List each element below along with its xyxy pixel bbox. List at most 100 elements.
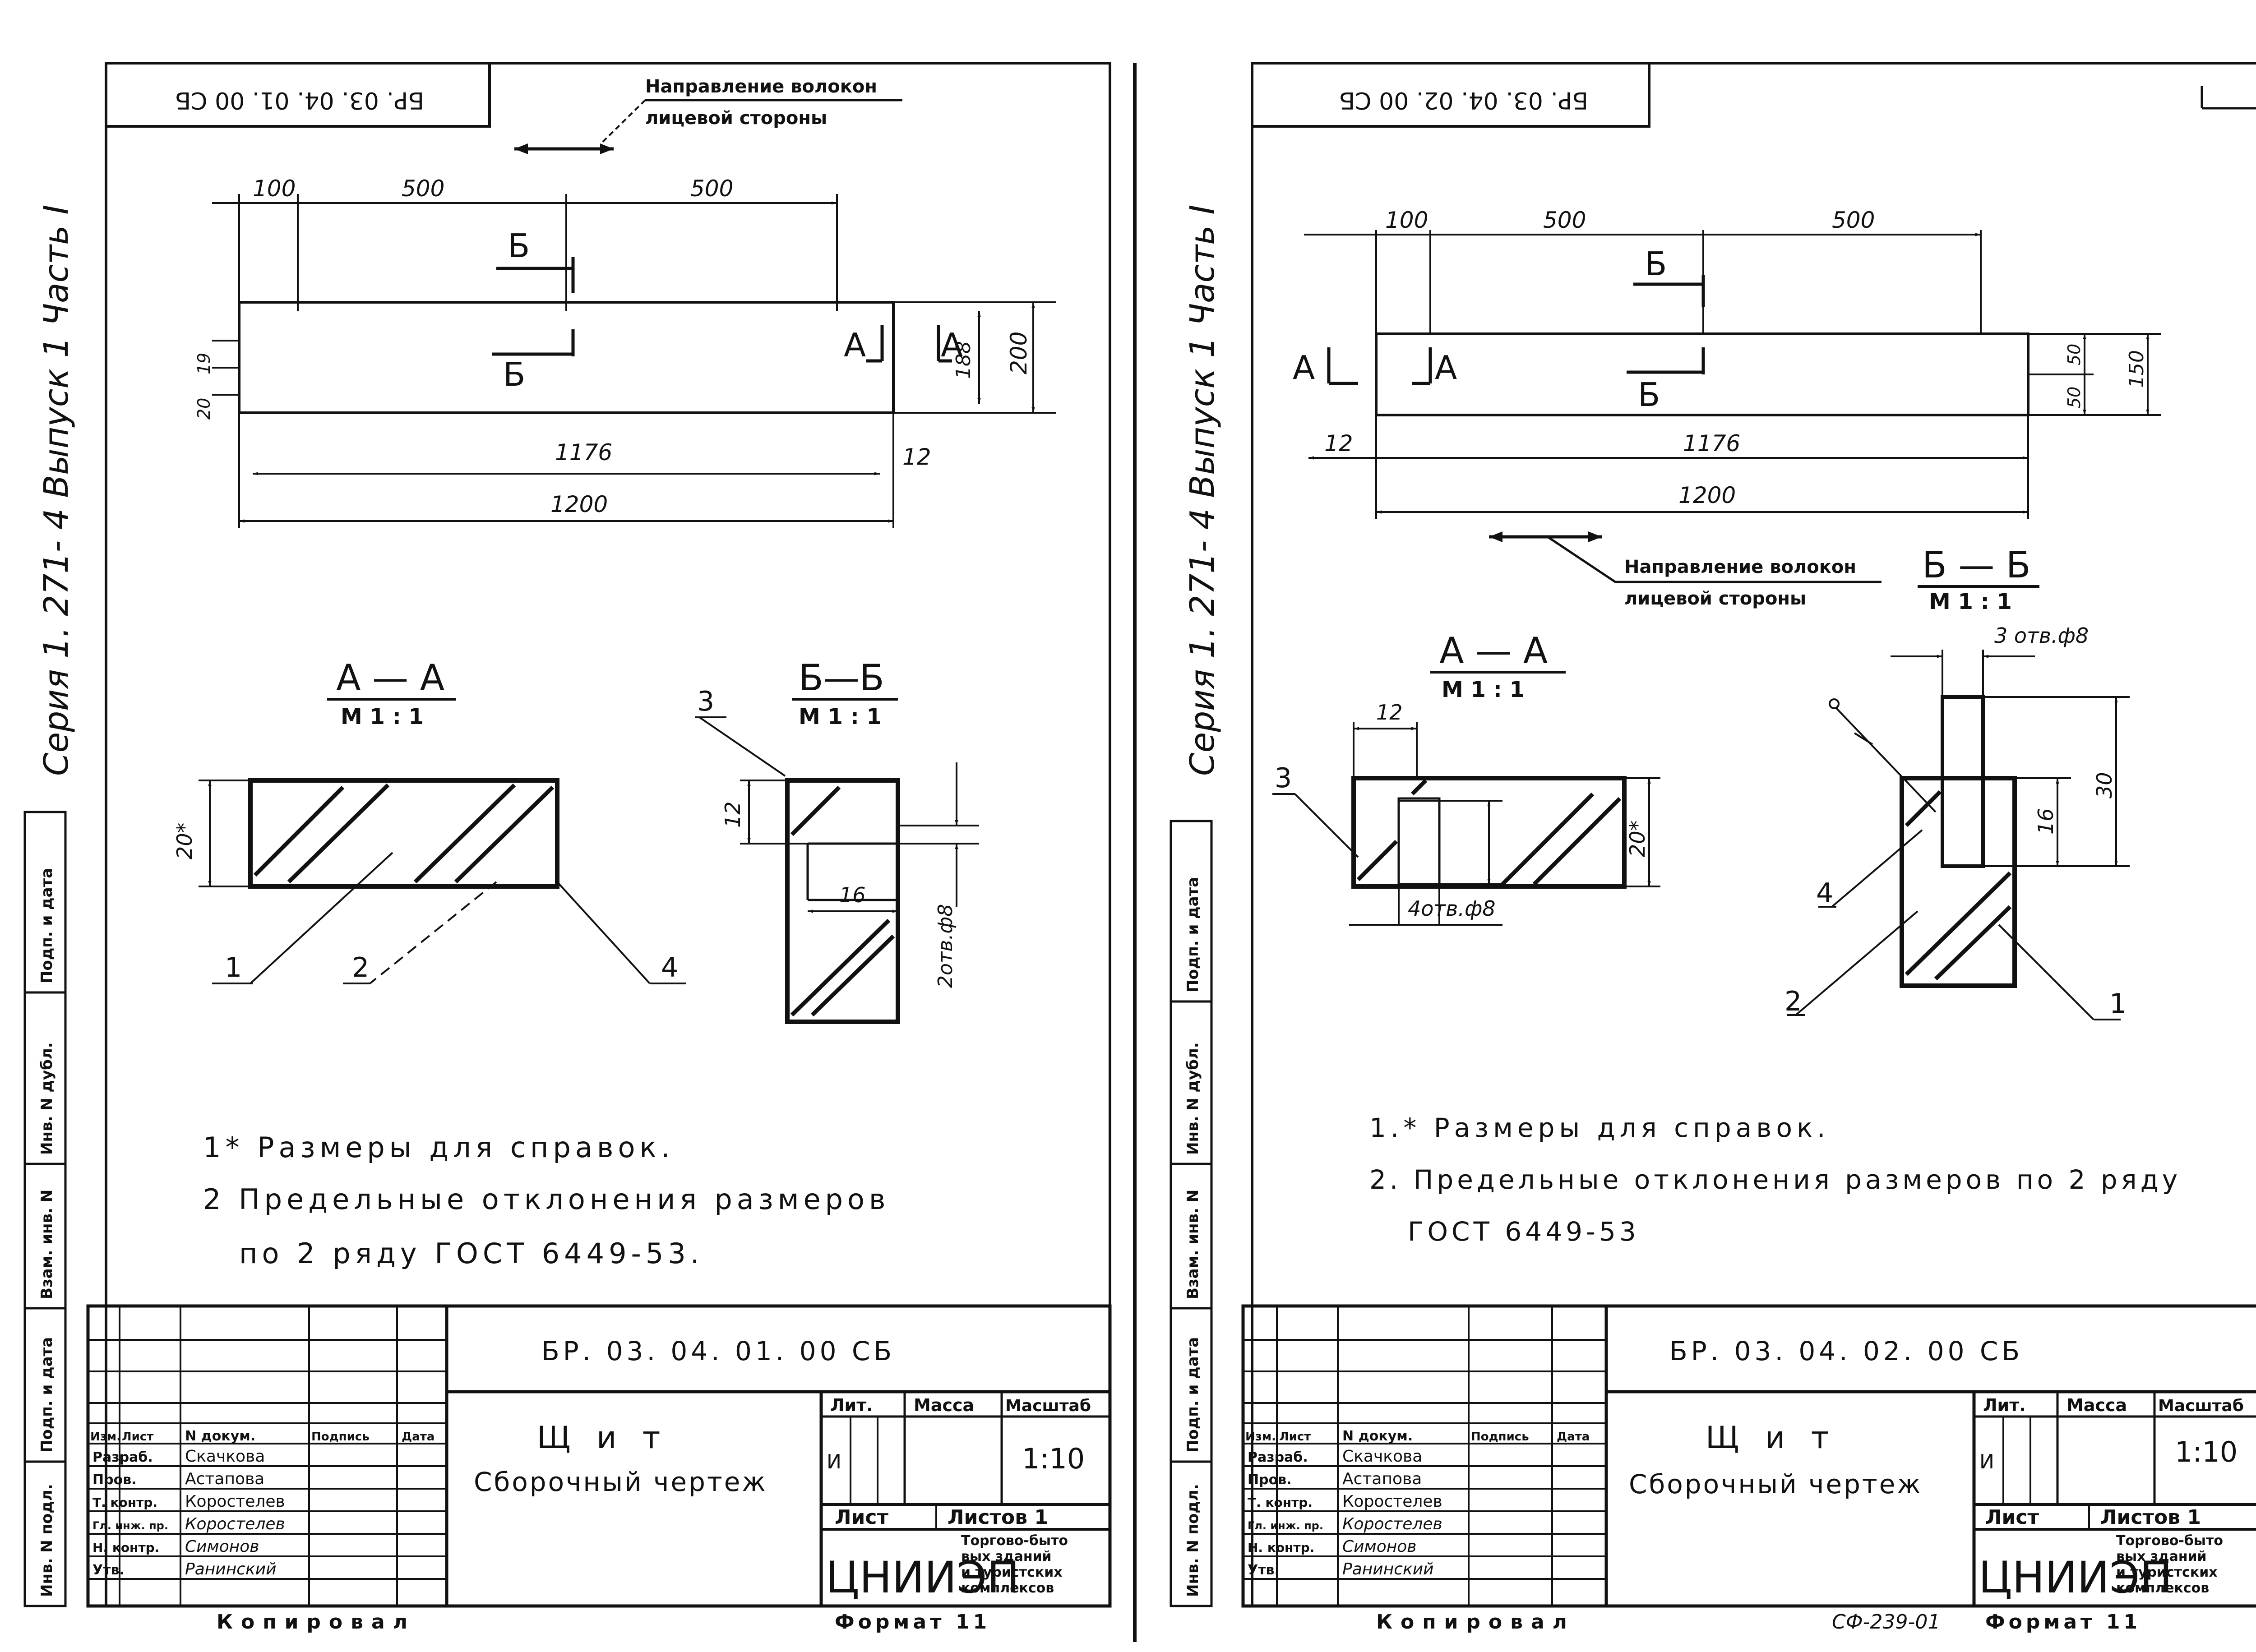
callout-4: 4 [661,952,678,983]
left-series-side: Серия 1. 271- 4 Выпуск 1 Часть I [37,205,76,776]
right-col-data: Дата [1557,1430,1590,1444]
right-scale-label: Масштаб [2158,1397,2244,1415]
left-lit-label: Лит. [830,1395,873,1415]
right-lit-value: И [1979,1450,1994,1473]
mark-a-right: А [941,326,963,364]
callout-2: 2 [352,952,369,983]
right-footer-code: СФ-239-01 [1832,1610,1940,1634]
right-row-name-2: Астапова [1342,1470,1422,1488]
right-row-role-3: Т. контр. [1248,1495,1313,1510]
r-dim-500b: 500 [1832,207,1875,233]
left-row-role-2: Пров. [92,1472,137,1488]
r-dim-1176: 1176 [1683,430,1740,457]
section-aa-scale: М 1 : 1 [341,704,424,729]
right-sheets-label: Листов 1 [2100,1506,2201,1529]
r-section-bb-scale: М 1 : 1 [1929,589,2012,614]
right-sheet-label: Лист [1985,1506,2039,1529]
left-code-rotated: БР. 03. 04. 01. 00 СБ [175,87,424,114]
right-col-izm: Изм. [1245,1430,1276,1444]
r-bb-section [1900,776,2017,988]
right-code-rotated: БР. 03. 04. 02. 00 СБ [1339,87,1588,114]
r-callout-2: 2 [1784,986,1802,1017]
right-col-podpis: Подпись [1471,1430,1529,1444]
r-dim-150: 150 [2125,350,2148,388]
r-mark-a-left: А [1293,349,1315,387]
left-designation: БР. 03. 04. 01. 00 СБ [541,1336,895,1366]
r-section-aa-title: А — А [1439,630,1548,672]
right-scale-value: 1:10 [2175,1435,2238,1468]
r-note-3: ГОСТ 6449-53 [1408,1216,1640,1247]
r-dim-1200: 1200 [1678,482,1736,508]
right-lit-label: Лит. [1983,1395,2026,1415]
bb-dim-holes: 2отв.ф8 [934,904,957,988]
left-footer-kopiroval: Копировал [217,1610,416,1634]
mark-b-bottom: Б [503,355,525,393]
r-dim-100: 100 [1385,207,1428,233]
right-org-full-3: и туристских [2116,1564,2218,1580]
left-subtitle: Сборочный чертеж [474,1467,767,1497]
left-sheet: БР. 03. 04. 01. 00 СБ Серия 1. 271- 4 Вы… [23,62,1112,1634]
right-part-name: Щ и т [1706,1420,1837,1456]
left-row-role-4: Гл. инж. пр. [92,1519,168,1532]
right-org-full-2: вых зданий [2116,1549,2207,1564]
stamp-podp-data-2: Подп. и дата [38,868,56,983]
r-aa-dim-holes: 4отв.ф8 [1408,896,1496,921]
dim-1176: 1176 [555,439,612,466]
right-footer-kopiroval: Копировал [1376,1610,1575,1634]
dim-100: 100 [253,175,296,202]
left-footer-format: Формат 11 [835,1610,990,1634]
dim-200: 200 [1006,332,1032,374]
mark-a-left: А [844,326,866,364]
left-col-list: Лист [122,1430,153,1444]
section-bb-scale: М 1 : 1 [799,704,882,729]
left-lit-value: И [827,1450,841,1473]
left-title-block: БР. 03. 04. 01. 00 СБ Щ и т Сборочный че… [86,1304,1112,1608]
callout-3: 3 [697,686,714,717]
stamp-inv-podl: Инв. N подл. [38,1484,56,1597]
right-code-box [1251,62,1650,128]
right-row-role-4: Гл. инж. пр. [1248,1519,1323,1532]
right-sheet-frame [1251,62,2256,1607]
grain-note-line1: Направление волокон [645,76,877,97]
stamp-vzam: Взам. инв. N [38,1190,56,1299]
r-stamp-inv-podl: Инв. N подл. [1184,1484,1202,1597]
dim-1200: 1200 [550,491,608,517]
bb-dim-12: 12 [721,801,745,828]
left-org: ЦНИИЭП [826,1552,1020,1603]
left-col-izm: Изм. [90,1430,121,1444]
left-mass-label: Масса [914,1395,974,1415]
right-row-role-2: Пров. [1248,1472,1292,1488]
left-row-role-6: Утв. [92,1562,125,1578]
right-designation: БР. 03. 04. 02. 00 СБ [1669,1336,2023,1366]
grain-note-line2: лицевой стороны [645,108,827,129]
left-row-name-4: Коростелев [185,1515,285,1533]
left-row-role-1: Разраб. [92,1449,153,1465]
right-footer-format: Формат 11 [1985,1610,2141,1634]
callout-1: 1 [225,952,242,983]
r-callout-3: 3 [1275,762,1292,794]
r-stamp-inv-dubl: Инв. N дубл. [1184,1042,1202,1155]
r-callout-1: 1 [2109,988,2127,1020]
r-dim-50b: 50 [2064,344,2084,365]
left-sheet-frame [105,62,1111,1607]
left-col-data: Дата [402,1430,435,1444]
dim-12: 12 [902,444,931,470]
left-row-role-5: Н. контр. [92,1540,159,1555]
right-mass-label: Масса [2066,1395,2127,1415]
section-bb-title: Б—Б [799,657,884,699]
dim-500a: 500 [402,175,444,202]
stamp-podp-data: Подп. и дата [38,1337,56,1453]
r-bb-dim-16: 16 [2034,808,2058,835]
mark-b-top: Б [508,227,530,265]
left-scale-value: 1:10 [1022,1442,1085,1475]
left-col-podpis: Подпись [311,1430,370,1444]
right-row-role-5: Н. контр. [1248,1540,1314,1555]
left-code-box [105,62,491,128]
note-3: по 2 ряду ГОСТ 6449-53. [239,1237,704,1270]
left-col-ndokum: N докум. [185,1428,255,1444]
left-row-name-5: Симонов [185,1537,259,1556]
left-scale-label: Масштаб [1005,1397,1091,1415]
dim-19: 19 [194,353,214,374]
right-row-name-1: Скачкова [1342,1447,1422,1466]
